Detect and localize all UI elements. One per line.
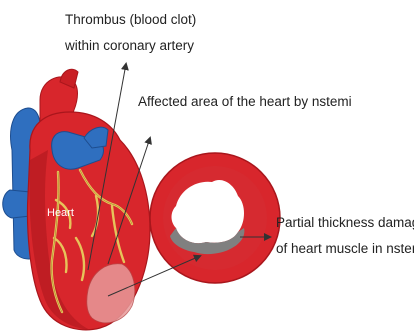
heart-cross-section xyxy=(150,153,280,283)
thrombus-label-line1: Thrombus (blood clot) xyxy=(65,12,196,27)
damage-label-line1: Partial thickness damage xyxy=(276,215,414,230)
damage-label-line2: of heart muscle in nstemi xyxy=(276,241,414,256)
thrombus-label-line2: within coronary artery xyxy=(64,38,194,53)
pulmonary-vein xyxy=(3,190,30,218)
affected-area-label: Affected area of the heart by nstemi xyxy=(138,94,352,109)
heart-illustration: Heart xyxy=(3,69,150,330)
heart-label: Heart xyxy=(47,207,74,219)
